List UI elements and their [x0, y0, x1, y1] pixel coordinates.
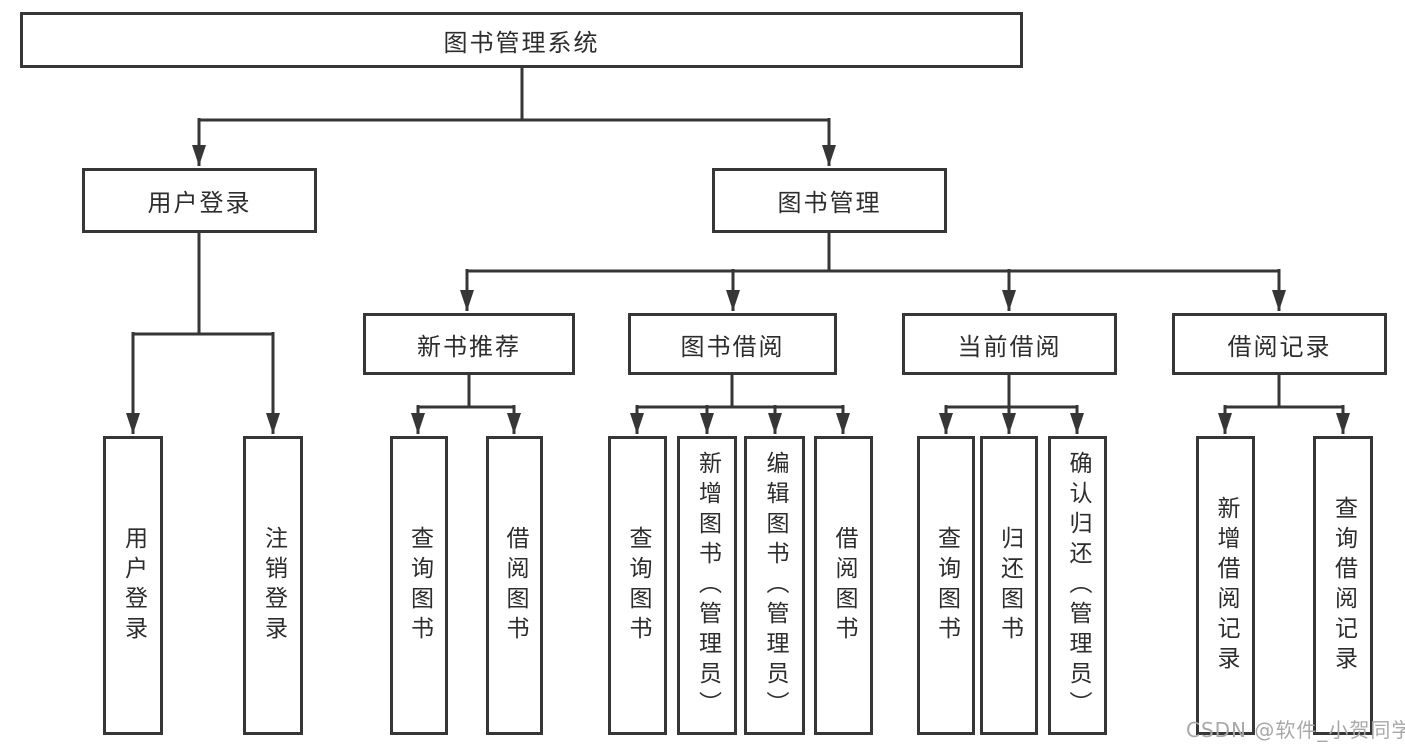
leaf-logout: 注销登录	[243, 436, 303, 735]
node-book-borrow: 图书借阅	[628, 313, 837, 375]
leaf-label: 新增借阅记录	[1213, 495, 1239, 676]
leaf-label: 注销登录	[260, 525, 287, 646]
leaf-confirm-return-admin: 确认归还（管理员）	[1048, 436, 1107, 735]
connector-root-branch	[199, 68, 829, 122]
leaf-query-books-current: 查询图书	[917, 436, 975, 735]
node-library-management-system: 图书管理系统	[20, 12, 1023, 68]
node-new-book-recommend: 新书推荐	[363, 313, 575, 375]
leaf-label: 查询借阅记录	[1330, 495, 1357, 676]
node-label: 图书借阅	[680, 332, 785, 361]
leaf-label: 查询图书	[625, 525, 651, 646]
leaf-add-borrow-record: 新增借阅记录	[1196, 436, 1255, 735]
leaf-query-borrow-record: 查询借阅记录	[1313, 436, 1373, 735]
node-label: 图书管理	[777, 189, 882, 217]
leaf-label: 查询图书	[406, 525, 433, 646]
node-current-borrow: 当前借阅	[902, 313, 1117, 375]
node-label: 图书管理系统	[443, 28, 600, 57]
leaf-add-books-admin: 新增图书（管理员）	[677, 436, 737, 735]
leaf-query-books-borrow: 查询图书	[608, 436, 667, 735]
leaf-label: 借阅图书	[831, 525, 857, 646]
leaf-return-books: 归还图书	[980, 436, 1038, 735]
node-book-management: 图书管理	[712, 168, 947, 233]
leaf-edit-books-admin: 编辑图书（管理员）	[744, 436, 805, 735]
leaf-query-books-recommend: 查询图书	[390, 436, 448, 735]
leaf-label: 借阅图书	[502, 525, 528, 646]
connector-user-login-branch	[133, 233, 273, 336]
node-borrow-records: 借阅记录	[1172, 313, 1387, 375]
connector-book-borrow-branch	[637, 375, 843, 409]
node-label: 当前借阅	[957, 332, 1062, 361]
leaf-borrow-books: 借阅图书	[814, 436, 873, 735]
leaf-label: 确认归还（管理员）	[1065, 450, 1091, 721]
leaf-label: 用户登录	[120, 525, 147, 646]
node-label: 用户登录	[147, 189, 252, 217]
leaf-borrow-books-recommend: 借阅图书	[486, 436, 543, 735]
connector-current-borrow-branch	[946, 375, 1077, 409]
leaf-label: 编辑图书（管理员）	[762, 450, 788, 721]
leaf-label: 新增图书（管理员）	[694, 450, 721, 721]
node-user-login: 用户登录	[82, 168, 317, 233]
connector-new-book-branch	[418, 375, 514, 409]
node-label: 借阅记录	[1227, 332, 1332, 361]
node-label: 新书推荐	[417, 332, 521, 361]
leaf-label: 查询图书	[933, 525, 960, 646]
csdn-watermark: CSDN @软件_小贺同学	[1186, 718, 1405, 742]
leaf-label: 归还图书	[996, 525, 1023, 646]
connector-borrow-records-branch	[1225, 375, 1343, 409]
leaf-user-login: 用户登录	[103, 436, 163, 735]
connector-book-management-branch	[467, 233, 1279, 273]
